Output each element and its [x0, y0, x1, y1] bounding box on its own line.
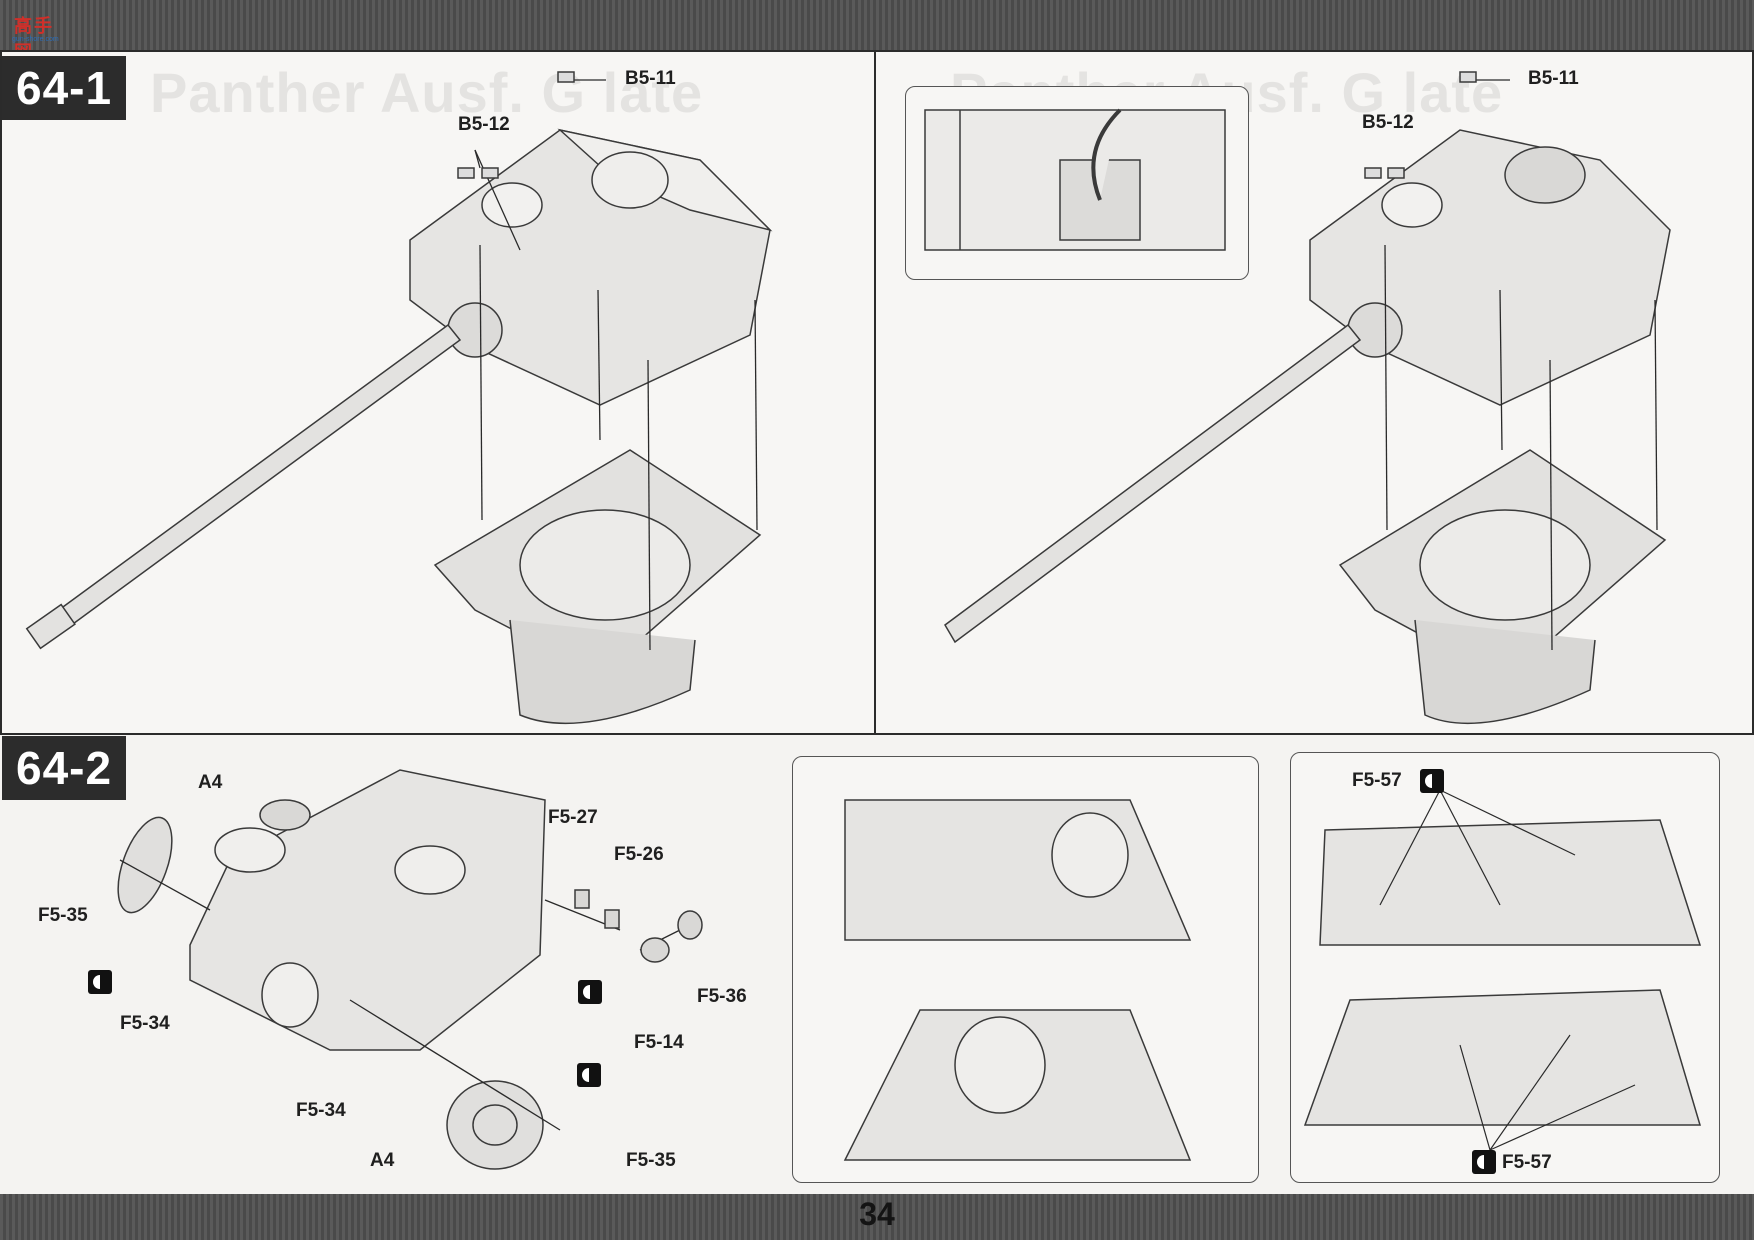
- label-f5-57-bottom: F5-57: [1502, 1152, 1552, 1173]
- label-b5-12-left: B5-12: [458, 114, 510, 135]
- glue-symbol-left: [88, 970, 112, 994]
- label-a4-top: A4: [198, 772, 223, 793]
- detail-turret-rear-bottom: [1303, 989, 1702, 1126]
- label-b5-11-right: B5-11: [1528, 68, 1579, 89]
- turret-64-2: [189, 769, 546, 1051]
- detail-turret-rear-top: [1319, 819, 1702, 946]
- step-64-2-label: 64-2: [2, 736, 127, 800]
- label-a4-bottom: A4: [370, 1150, 395, 1171]
- step-64-1-label: 64-1: [2, 56, 127, 120]
- glue-symbol-f5-57-top: [1420, 769, 1444, 793]
- turret-basket-left: [433, 449, 762, 725]
- turret-right: [1309, 129, 1671, 406]
- label-b5-12-right: B5-12: [1362, 112, 1414, 133]
- detail-turret-bottom: [843, 1009, 1192, 1161]
- label-f5-35-left: F5-35: [38, 905, 88, 926]
- turret-basket-right: [1338, 449, 1667, 725]
- gun-barrel-left: [25, 323, 462, 650]
- label-f5-36: F5-36: [697, 986, 747, 1007]
- ghost-title-left: Panther Ausf. G late: [150, 61, 704, 124]
- step-64-1-left-panel: [0, 50, 876, 735]
- glue-symbol-f5-57-bottom: [1472, 1150, 1496, 1174]
- glue-symbol-mid: [578, 980, 602, 1004]
- header-bar: [0, 0, 1754, 52]
- label-f5-57-top: F5-57: [1352, 770, 1402, 791]
- footer-bar: [0, 1194, 1754, 1240]
- gun-barrel-right: [944, 323, 1362, 644]
- turret-left: [409, 128, 773, 406]
- label-b5-11-left: B5-11: [625, 68, 676, 89]
- label-f5-34-bottom: F5-34: [296, 1100, 346, 1121]
- hatch-a4-bottom: [446, 1080, 544, 1170]
- detail-turret-top: [844, 799, 1192, 941]
- hatch-a4-top: [117, 816, 173, 914]
- logo-url: gun-shore.com: [12, 36, 59, 43]
- glue-symbol-bottom: [577, 1063, 601, 1087]
- page-number: 34: [859, 1196, 895, 1232]
- interior-sketch: [924, 108, 1226, 251]
- label-f5-27: F5-27: [548, 807, 598, 828]
- label-f5-26: F5-26: [614, 844, 664, 865]
- label-f5-14: F5-14: [634, 1032, 684, 1053]
- label-f5-34-left: F5-34: [120, 1013, 170, 1034]
- label-f5-35-bottom: F5-35: [626, 1150, 676, 1171]
